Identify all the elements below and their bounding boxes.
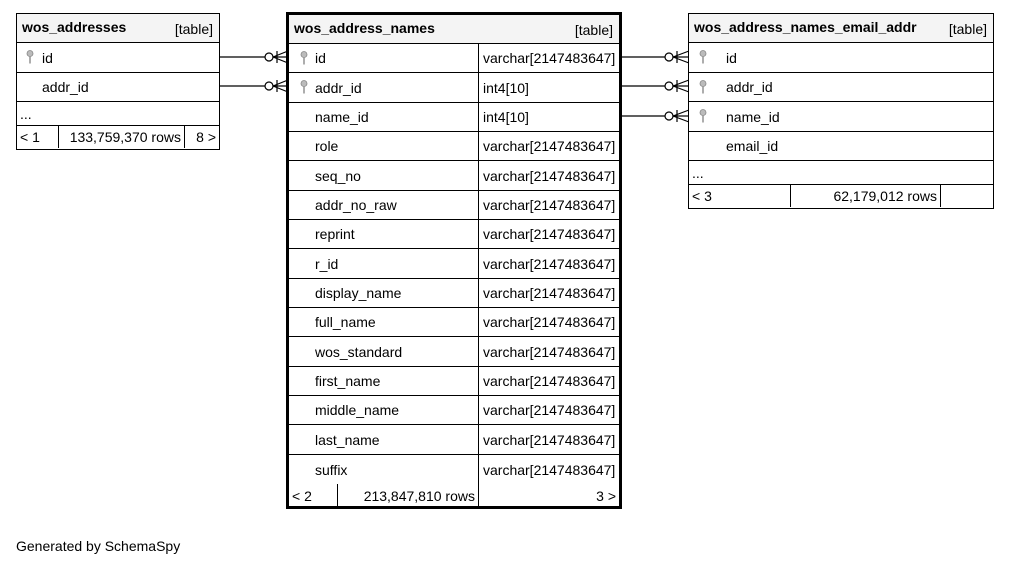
column-name: wos_standard <box>315 343 403 360</box>
column-row-seq-no[interactable]: seq_no varchar[2147483647] <box>289 161 619 191</box>
table-name[interactable]: wos_address_names_email_addr <box>694 19 917 35</box>
column-row-wos-standard[interactable]: wos_standard varchar[2147483647] <box>289 337 619 367</box>
column-name: email_id <box>726 138 779 154</box>
column-row-email-id[interactable]: email_id <box>689 132 993 161</box>
key-icon <box>699 109 707 123</box>
column-row-middle-name[interactable]: middle_name varchar[2147483647] <box>289 396 619 425</box>
table-header: wos_address_names_email_addr [table] <box>689 14 993 43</box>
column-row-role[interactable]: role varchar[2147483647] <box>289 132 619 161</box>
relation-addresses-addr-id <box>220 79 289 93</box>
column-type: int4[10] <box>478 73 619 102</box>
footer-children-link[interactable] <box>940 185 993 207</box>
column-row-suffix[interactable]: suffix varchar[2147483647] <box>289 455 619 484</box>
column-name: display_name <box>315 285 402 301</box>
table-header: wos_addresses [table] <box>17 14 219 43</box>
column-row-name-id[interactable]: name_id int4[10] <box>289 103 619 132</box>
column-row-full-name[interactable]: full_name varchar[2147483647] <box>289 308 619 337</box>
column-row-addr-id[interactable]: addr_id int4[10] <box>289 73 619 103</box>
column-name: name_id <box>315 109 369 125</box>
column-name: r_id <box>315 255 339 272</box>
footer-row-count: 213,847,810 rows <box>337 484 478 507</box>
column-name: id <box>726 49 737 66</box>
column-name: role <box>315 138 339 154</box>
key-icon <box>300 80 308 94</box>
key-icon <box>300 51 308 65</box>
column-name: id <box>315 50 326 66</box>
column-name: addr_id <box>42 79 89 95</box>
column-type: varchar[2147483647] <box>478 191 619 219</box>
column-row-id[interactable]: id <box>689 43 993 73</box>
column-name: reprint <box>315 226 355 242</box>
column-name: seq_no <box>315 167 361 184</box>
column-row-r-id[interactable]: r_id varchar[2147483647] <box>289 249 619 279</box>
column-type: varchar[2147483647] <box>478 220 619 248</box>
column-name: addr_no_raw <box>315 197 397 213</box>
relation-addresses-id <box>220 50 289 64</box>
column-type: int4[10] <box>478 103 619 131</box>
column-row-addr-no-raw[interactable]: addr_no_raw varchar[2147483647] <box>289 191 619 220</box>
table-type: [table] <box>948 21 987 37</box>
footer-parents-link[interactable]: < 2 <box>292 487 312 504</box>
key-icon <box>699 50 707 64</box>
column-row-first-name[interactable]: first_name varchar[2147483647] <box>289 367 619 396</box>
table-footer: < 1 133,759,370 rows 8 > <box>17 126 219 148</box>
table-name[interactable]: wos_address_names <box>294 20 435 36</box>
table-header: wos_address_names [table] <box>289 15 619 44</box>
column-name: middle_name <box>315 402 400 418</box>
table-name[interactable]: wos_addresses <box>22 19 127 35</box>
table-wos-address-names-email-addr[interactable]: wos_address_names_email_addr [table] id … <box>688 13 994 209</box>
table-type: [table] <box>174 21 213 37</box>
relation-email-addr-id <box>621 79 690 93</box>
column-name: last_name <box>315 431 380 448</box>
column-row-display-name[interactable]: display_name varchar[2147483647] <box>289 279 619 308</box>
column-type: varchar[2147483647] <box>478 367 619 395</box>
key-icon <box>699 80 707 94</box>
column-type: varchar[2147483647] <box>478 425 619 454</box>
column-row-name-id[interactable]: name_id <box>689 102 993 132</box>
column-name: addr_id <box>726 79 773 95</box>
column-row-last-name[interactable]: last_name varchar[2147483647] <box>289 425 619 455</box>
table-type: [table] <box>574 22 613 38</box>
column-type: varchar[2147483647] <box>478 249 619 278</box>
relation-email-id <box>621 50 690 64</box>
column-name: name_id <box>726 108 780 125</box>
column-name: addr_id <box>315 79 362 96</box>
more-columns-ellipsis: ... <box>20 105 32 122</box>
column-name: suffix <box>315 461 348 478</box>
footer-row-count: 62,179,012 rows <box>790 185 940 207</box>
footer-parents-link[interactable]: < 1 <box>20 129 40 145</box>
more-columns-ellipsis: ... <box>692 164 704 181</box>
table-wos-address-names[interactable]: wos_address_names [table] id varchar[2147… <box>286 12 622 509</box>
column-row-id[interactable]: id varchar[2147483647] <box>289 44 619 73</box>
column-name: first_name <box>315 373 381 389</box>
more-columns-row: ... <box>17 102 219 126</box>
column-type: varchar[2147483647] <box>478 308 619 336</box>
column-name: full_name <box>315 314 376 330</box>
relation-email-name-id <box>621 109 690 123</box>
column-type: varchar[2147483647] <box>478 455 619 484</box>
table-footer: < 2 213,847,810 rows 3 > <box>289 484 619 507</box>
column-type: varchar[2147483647] <box>478 279 619 307</box>
footer-children-link[interactable]: 8 > <box>184 126 219 148</box>
column-type: varchar[2147483647] <box>478 161 619 190</box>
more-columns-row: ... <box>689 161 993 185</box>
footer-row-count: 133,759,370 rows <box>58 126 184 148</box>
column-type: varchar[2147483647] <box>478 396 619 424</box>
column-row-addr-id[interactable]: addr_id <box>689 73 993 102</box>
column-type: varchar[2147483647] <box>478 132 619 160</box>
table-wos-addresses[interactable]: wos_addresses [table] id addr_id ... < 1… <box>16 13 220 150</box>
column-row-reprint[interactable]: reprint varchar[2147483647] <box>289 220 619 249</box>
key-icon <box>26 50 34 64</box>
table-footer: < 3 62,179,012 rows <box>689 185 993 207</box>
column-row-id[interactable]: id <box>17 43 219 73</box>
column-type: varchar[2147483647] <box>478 44 619 72</box>
footer-children-link[interactable]: 3 > <box>478 484 619 507</box>
column-name: id <box>42 49 53 66</box>
generated-by-credit: Generated by SchemaSpy <box>16 538 181 554</box>
column-type: varchar[2147483647] <box>478 337 619 366</box>
footer-parents-link[interactable]: < 3 <box>692 188 712 204</box>
column-row-addr-id[interactable]: addr_id <box>17 73 219 102</box>
